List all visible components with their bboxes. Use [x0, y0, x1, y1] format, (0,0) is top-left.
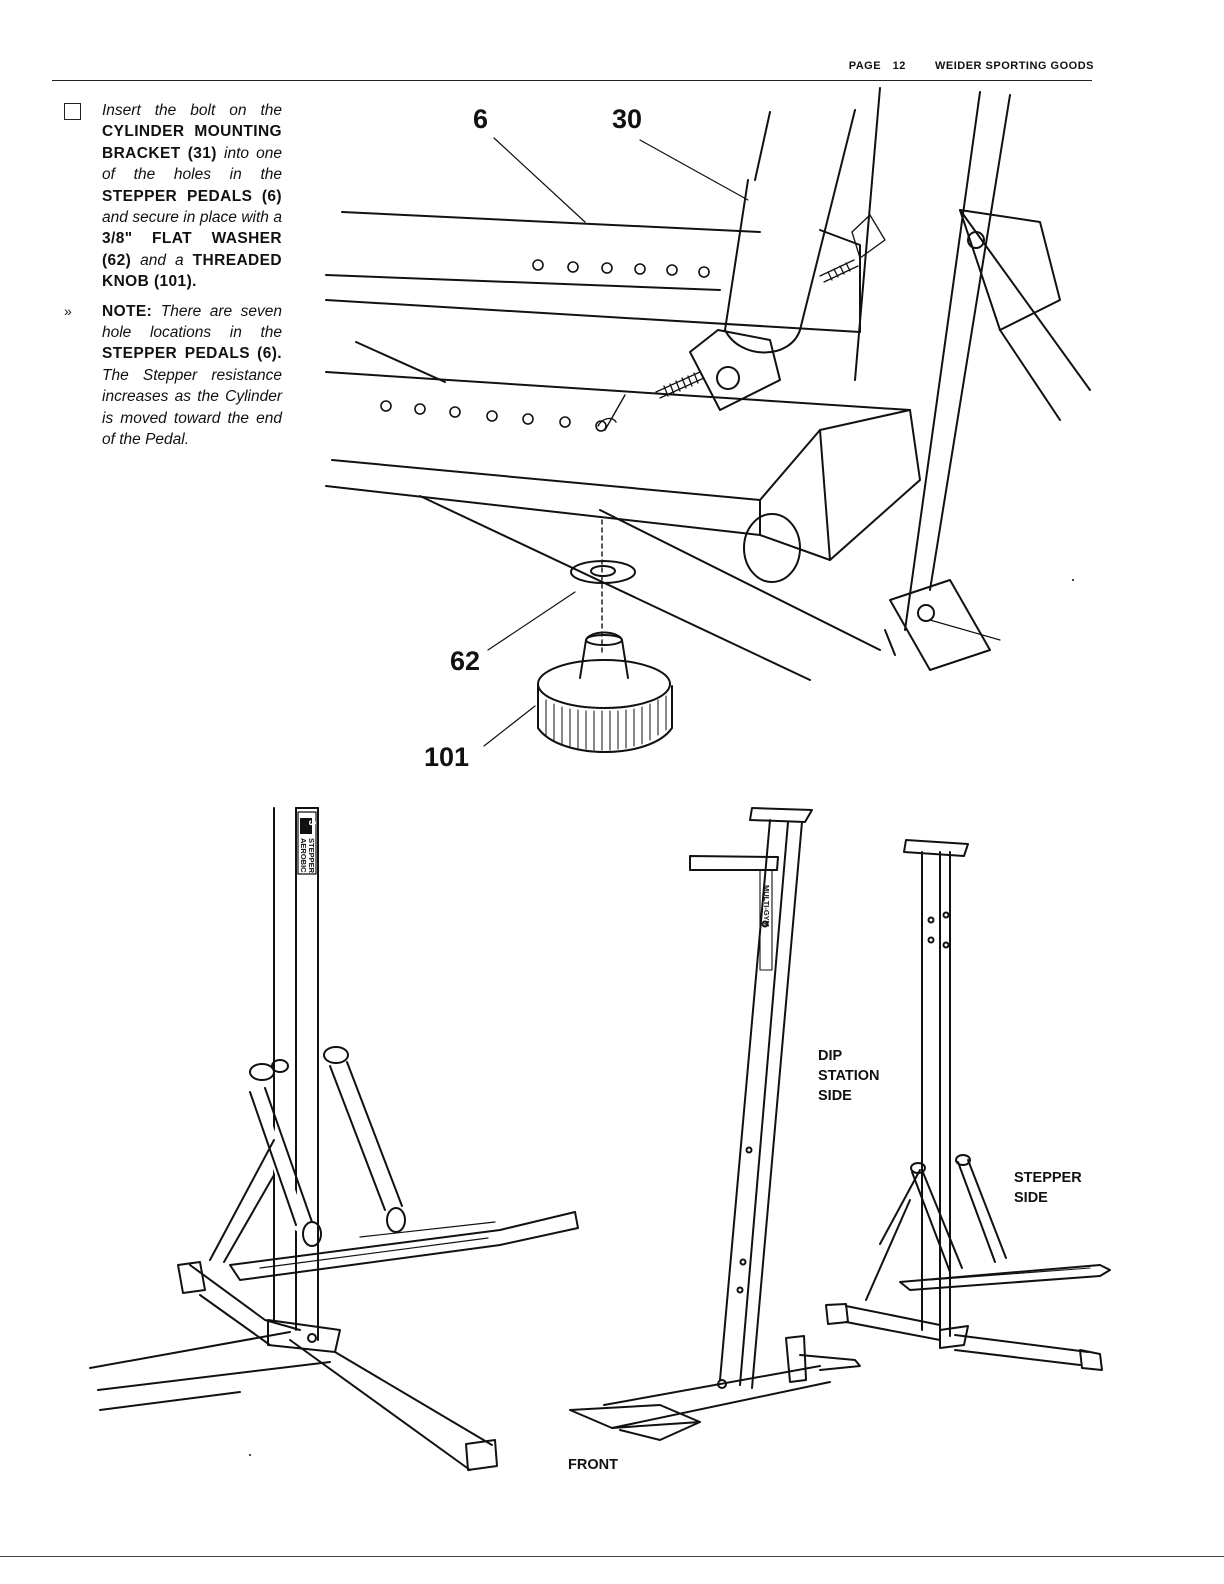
note-part-name: STEPPER PEDALS	[102, 345, 250, 363]
note-label: NOTE:	[102, 302, 153, 320]
decal-aerobic: AEROBIC	[299, 838, 308, 873]
instruction-part-name-4: THREADED KNOB (101).	[102, 251, 282, 291]
pedal-holes-upper	[532, 259, 710, 278]
header-text: PAGE 12 WEIDER SPORTING GOODS	[849, 60, 1094, 72]
threaded-bolt	[655, 214, 886, 399]
stepper-side-label: STEPPER SIDE	[1014, 1168, 1082, 1208]
decal-number: 3	[306, 820, 317, 826]
stepper-assembly-left	[89, 807, 579, 1471]
note-text: NOTE: There are seven hole locations in …	[102, 301, 282, 451]
dip-station-side-label: DIP STATION SIDE	[818, 1046, 879, 1106]
dip-label-line-1: DIP	[818, 1048, 843, 1064]
page-label: PAGE	[848, 60, 882, 72]
stepper-label-line-1: STEPPER	[1014, 1170, 1082, 1186]
note-text-2: The Stepper resistance increases as the …	[102, 366, 282, 449]
instruction-part-name-3: 3/8" FLAT WASHER	[102, 230, 282, 248]
threaded-knob	[537, 631, 673, 753]
note-bullet: »	[64, 302, 72, 319]
note-text-1: There are seven hole locations in the	[102, 302, 282, 342]
instruction-part-number-1: (31)	[187, 144, 217, 162]
header-rule	[52, 80, 1092, 81]
flat-washer	[570, 560, 636, 584]
knob-knurling	[545, 695, 667, 751]
stepper-side-assembly	[825, 839, 1111, 1371]
instruction-part-number-3: (62)	[102, 251, 132, 269]
instruction-text: Insert the bolt on the CYLINDER MOUNTING…	[102, 100, 282, 293]
pedal-holes-lower	[380, 400, 607, 432]
instruction-text-2: into one of the holes in the	[102, 144, 282, 184]
stepper-label-line-2: SIDE	[1014, 1190, 1048, 1206]
callout-6: 6	[473, 104, 489, 134]
page-header: PAGE 12 WEIDER SPORTING GOODS	[0, 0, 1224, 90]
instruction-part-name-2: STEPPER PEDALS	[102, 187, 253, 205]
note-block: » NOTE: There are seven hole locations i…	[62, 301, 282, 451]
front-label: FRONT	[568, 1457, 618, 1473]
instruction-part-number-2: (6)	[261, 187, 282, 205]
instruction-step: Insert the bolt on the CYLINDER MOUNTING…	[62, 100, 282, 293]
pedal-detail-diagram	[325, 87, 1091, 753]
callout-30: 30	[612, 104, 643, 134]
instructions-column: Insert the bolt on the CYLINDER MOUNTING…	[62, 100, 282, 451]
callout-62: 62	[450, 646, 481, 676]
decal-multi-gym: MULTI-GYM	[762, 885, 771, 927]
instruction-text-1: Insert the bolt on the	[102, 102, 282, 119]
page-number: 12	[892, 60, 906, 72]
decal-stepper: STEPPER	[307, 838, 316, 874]
callout-101: 101	[424, 742, 470, 772]
note-part-number: (6).	[257, 345, 282, 363]
instruction-text-3: and secure in place with a	[102, 209, 282, 227]
instruction-text-4: and a	[140, 251, 184, 269]
instruction-part-name-1: CYLINDER MOUNTING BRACKET	[102, 123, 282, 162]
dip-station-assembly	[569, 807, 861, 1441]
publisher-name: WEIDER SPORTING GOODS	[934, 60, 1094, 72]
footer-rule	[0, 1556, 1224, 1557]
dip-label-line-3: SIDE	[818, 1088, 852, 1104]
step-checkbox[interactable]	[64, 103, 81, 120]
dip-label-line-2: STATION	[818, 1068, 880, 1084]
